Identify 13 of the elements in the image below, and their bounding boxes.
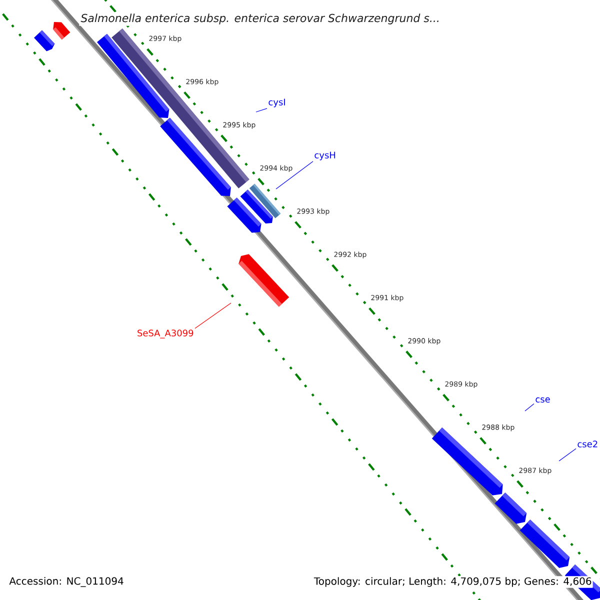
gene-label: SeSA_A3099 <box>138 330 194 338</box>
accession-text: Accession: NC_011094 <box>8 576 125 588</box>
title: Salmonella enterica subsp. enterica serovar Schwarzengrund s... <box>79 12 442 26</box>
leader-line <box>276 161 314 190</box>
leader-line <box>558 448 576 462</box>
gene-label: cysH <box>314 152 336 160</box>
gene-label: cse <box>536 397 550 403</box>
genome-info-text: Topology: circular; Length: 4,709,075 bp; Genes: 4,606 <box>312 576 593 588</box>
leader-line <box>256 108 268 112</box>
leader-line <box>524 404 534 412</box>
gene-label: cysI <box>268 98 285 108</box>
leader-line <box>194 302 232 329</box>
gene-label: cse2 <box>578 440 598 448</box>
